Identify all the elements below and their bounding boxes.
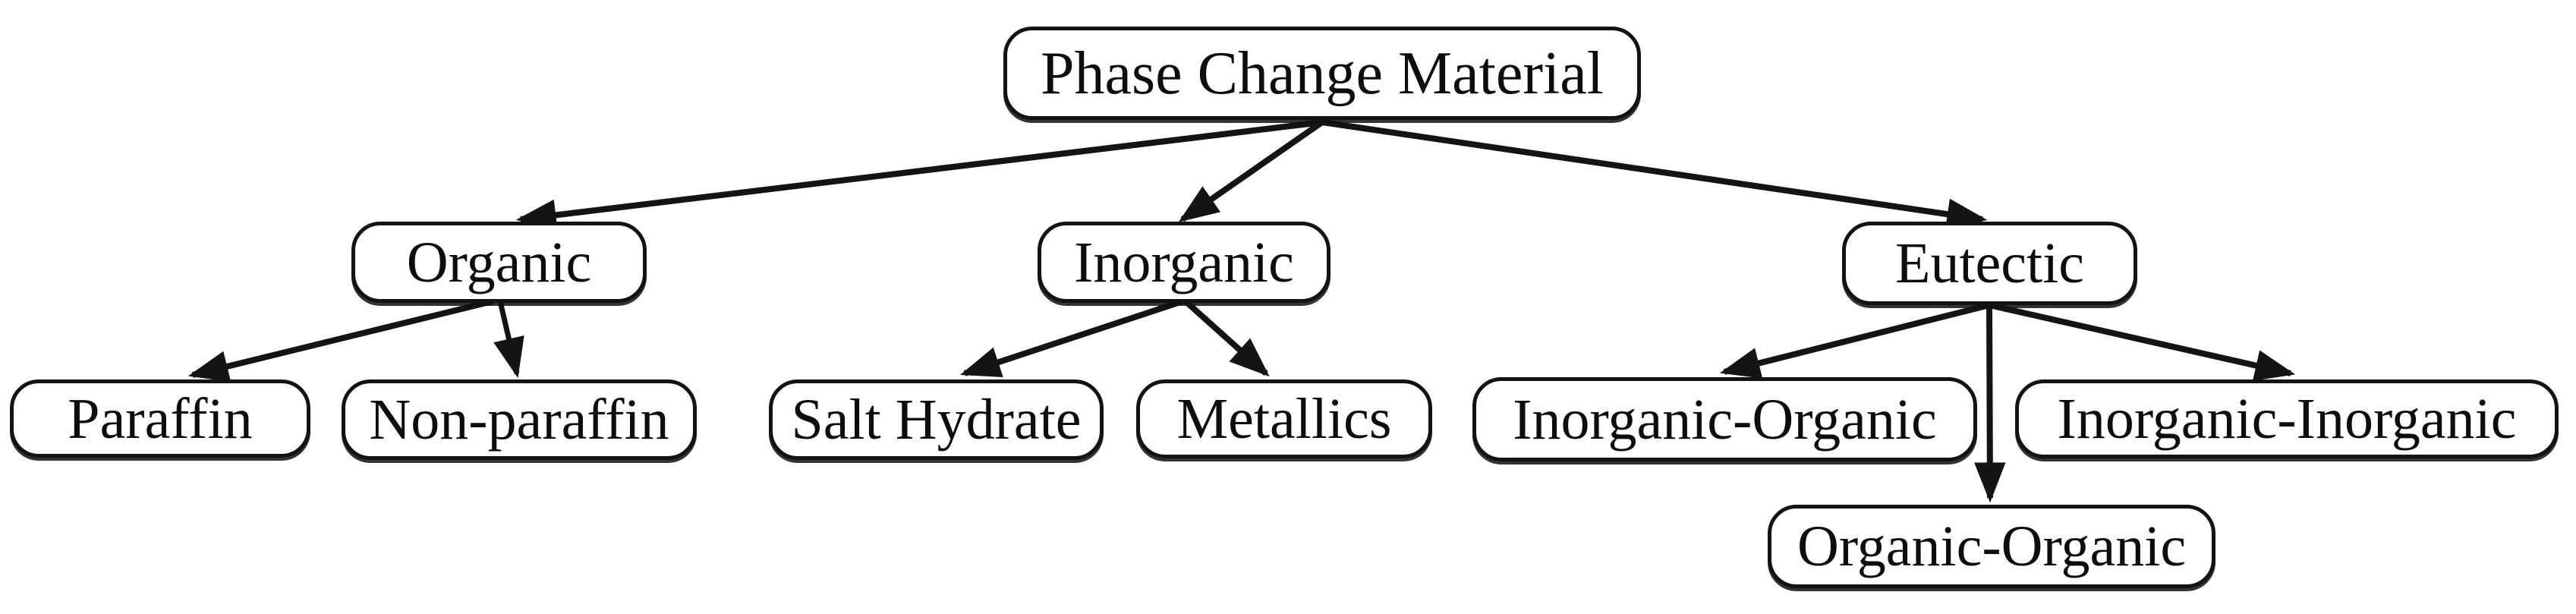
edge-pcm-eutectic	[1321, 119, 1988, 230]
node-salt-hydrate: Salt Hydrate	[769, 379, 1104, 460]
node-phase-change-material: Phase Change Material	[1003, 27, 1641, 120]
node-non-paraffin: Non-paraffin	[342, 379, 697, 460]
node-organic: Organic	[351, 222, 647, 303]
edge-pcm-organic	[515, 119, 1323, 231]
node-eutectic: Eutectic	[1842, 222, 2137, 305]
edge-pcm-inorganic	[1178, 119, 1324, 222]
node-paraffin: Paraffin	[10, 379, 310, 458]
edge-organic-non-paraffin	[493, 301, 524, 379]
edge-eutectic-organic-organic	[1974, 304, 2006, 503]
edge-organic-paraffin	[187, 298, 493, 382]
edge-inorganic-metallics	[1183, 299, 1270, 377]
node-inorganic-inorganic: Inorganic-Inorganic	[2015, 379, 2559, 458]
node-inorganic: Inorganic	[1038, 222, 1331, 303]
edge-inorganic-salt-hydrate	[959, 298, 1184, 378]
node-metallics: Metallics	[1136, 379, 1432, 458]
edge-eutectic-inorganic-organic	[1719, 302, 1990, 379]
node-organic-organic: Organic-Organic	[1768, 505, 2215, 588]
edge-eutectic-inorganic-inorganic	[1989, 302, 2296, 381]
node-inorganic-organic: Inorganic-Organic	[1472, 377, 1977, 461]
